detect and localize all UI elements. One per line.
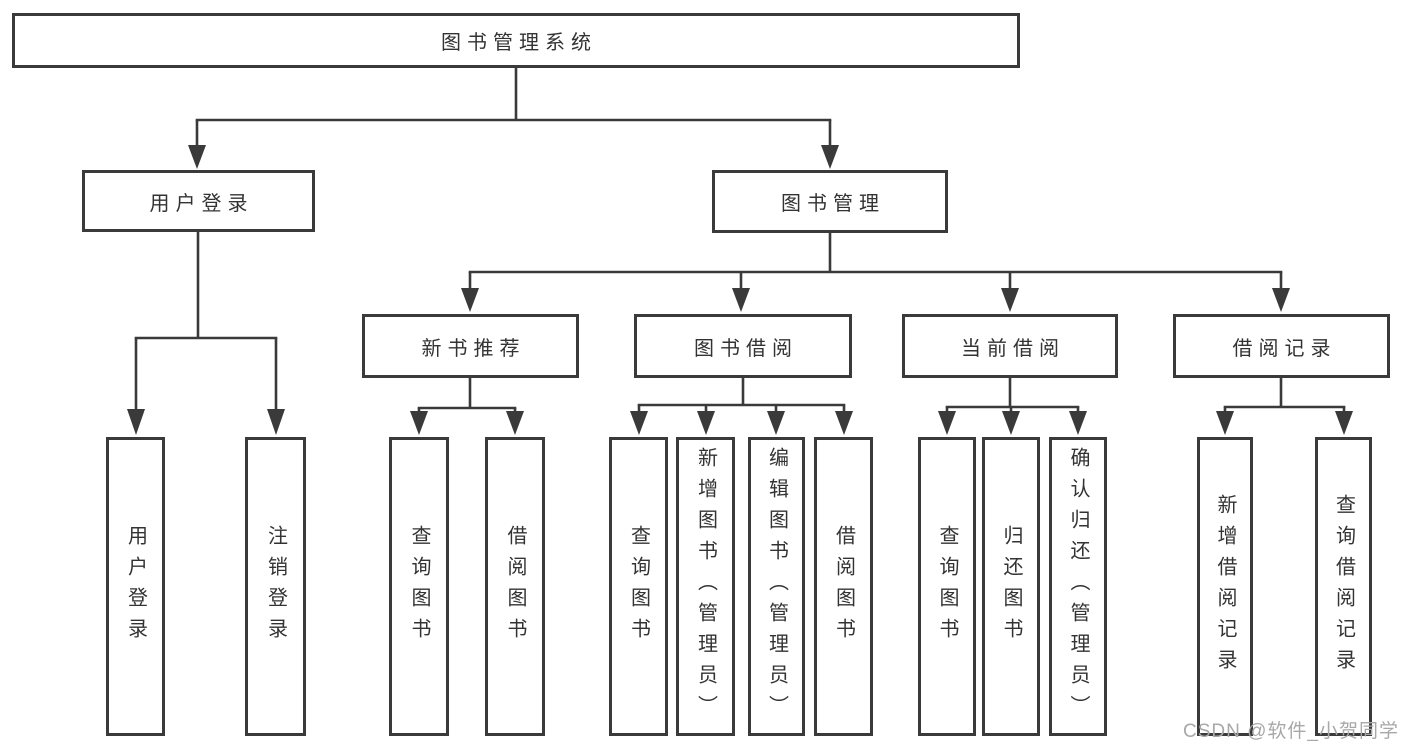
node-book-borrowing: 图书借阅 (634, 314, 852, 378)
node-leaf-query-books-borrowing: 查询图书 (609, 437, 668, 736)
node-label: 注销登录 (264, 524, 287, 649)
node-label: 用户登录 (149, 192, 254, 215)
node-leaf-query-books-current: 查询图书 (918, 437, 976, 736)
node-new-book-recommend: 新书推荐 (362, 314, 579, 378)
node-label: 新增借阅记录 (1214, 493, 1236, 680)
node-label: 图书管理系统 (441, 32, 597, 54)
node-label: 借阅图书 (832, 524, 855, 649)
node-leaf-borrow-books-recommend: 借阅图书 (485, 437, 545, 736)
csdn-watermark: CSDN @软件_小贺同学 (1183, 721, 1399, 742)
node-label: 查询借阅记录 (1332, 493, 1355, 680)
node-label: 新增图书（管理员） (694, 447, 717, 726)
node-leaf-user-login: 用户登录 (106, 437, 165, 736)
node-leaf-borrow-books: 借阅图书 (814, 437, 873, 736)
node-leaf-query-books-recommend: 查询图书 (389, 437, 449, 736)
node-borrow-records: 借阅记录 (1173, 314, 1390, 378)
node-leaf-add-borrow-record: 新增借阅记录 (1197, 437, 1253, 736)
arrowheads (127, 145, 1353, 435)
node-label: 借阅图书 (504, 524, 526, 649)
node-label: 当前借阅 (961, 337, 1065, 360)
node-leaf-add-books-admin: 新增图书（管理员） (676, 437, 735, 736)
node-label: 编辑图书（管理员） (765, 447, 788, 726)
node-label: 查询图书 (408, 524, 430, 649)
node-book-management: 图书管理 (712, 170, 948, 233)
node-label: 借阅记录 (1232, 337, 1337, 360)
node-label: 归还图书 (1000, 524, 1022, 649)
node-label: 用户登录 (124, 524, 147, 649)
node-label: 查询图书 (627, 524, 650, 649)
node-library-system: 图书管理系统 (12, 13, 1020, 68)
node-current-borrowing: 当前借阅 (902, 314, 1118, 378)
node-leaf-return-books: 归还图书 (982, 437, 1040, 736)
node-label: 图书管理 (781, 193, 885, 215)
node-leaf-confirm-return-admin: 确认归还（管理员） (1049, 437, 1107, 736)
node-leaf-logout: 注销登录 (245, 437, 306, 736)
node-user-login: 用户登录 (82, 170, 315, 232)
node-label: 查询图书 (936, 524, 958, 649)
node-label: 确认归还（管理员） (1067, 447, 1089, 726)
node-leaf-edit-books-admin: 编辑图书（管理员） (748, 437, 805, 736)
node-label: 图书借阅 (694, 337, 798, 360)
node-leaf-query-borrow-record: 查询借阅记录 (1315, 437, 1372, 736)
node-label: 新书推荐 (421, 337, 526, 360)
